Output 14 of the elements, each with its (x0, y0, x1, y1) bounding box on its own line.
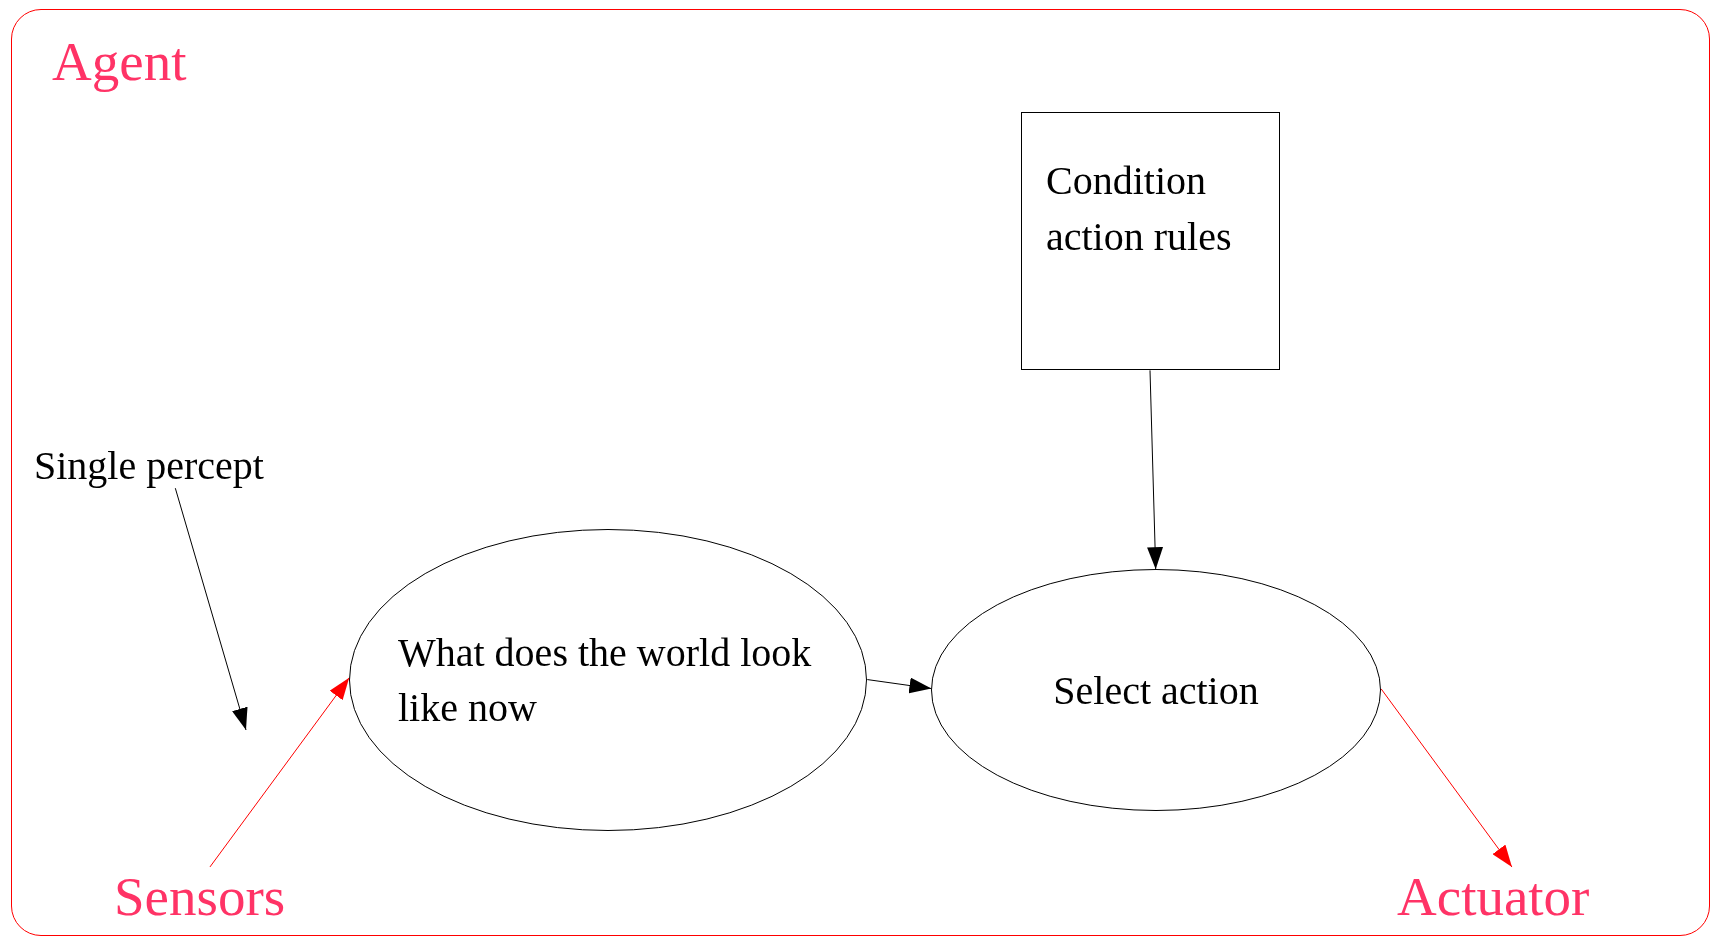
arrow (209, 677, 350, 868)
arrow (866, 677, 932, 694)
node-label: Single percept (34, 444, 264, 488)
process-ellipse (931, 569, 1381, 811)
node-label: Sensors (114, 867, 286, 928)
arrow (1380, 688, 1513, 868)
node-label: Actuator (1397, 867, 1590, 928)
frame-title: Agent (52, 32, 187, 93)
node-text: Select action (1053, 666, 1259, 715)
arrow (174, 487, 248, 731)
process-ellipse (349, 529, 867, 831)
node-text: What does the world look like now (398, 629, 813, 732)
agent-frame (11, 9, 1710, 936)
arrow (1147, 369, 1164, 570)
